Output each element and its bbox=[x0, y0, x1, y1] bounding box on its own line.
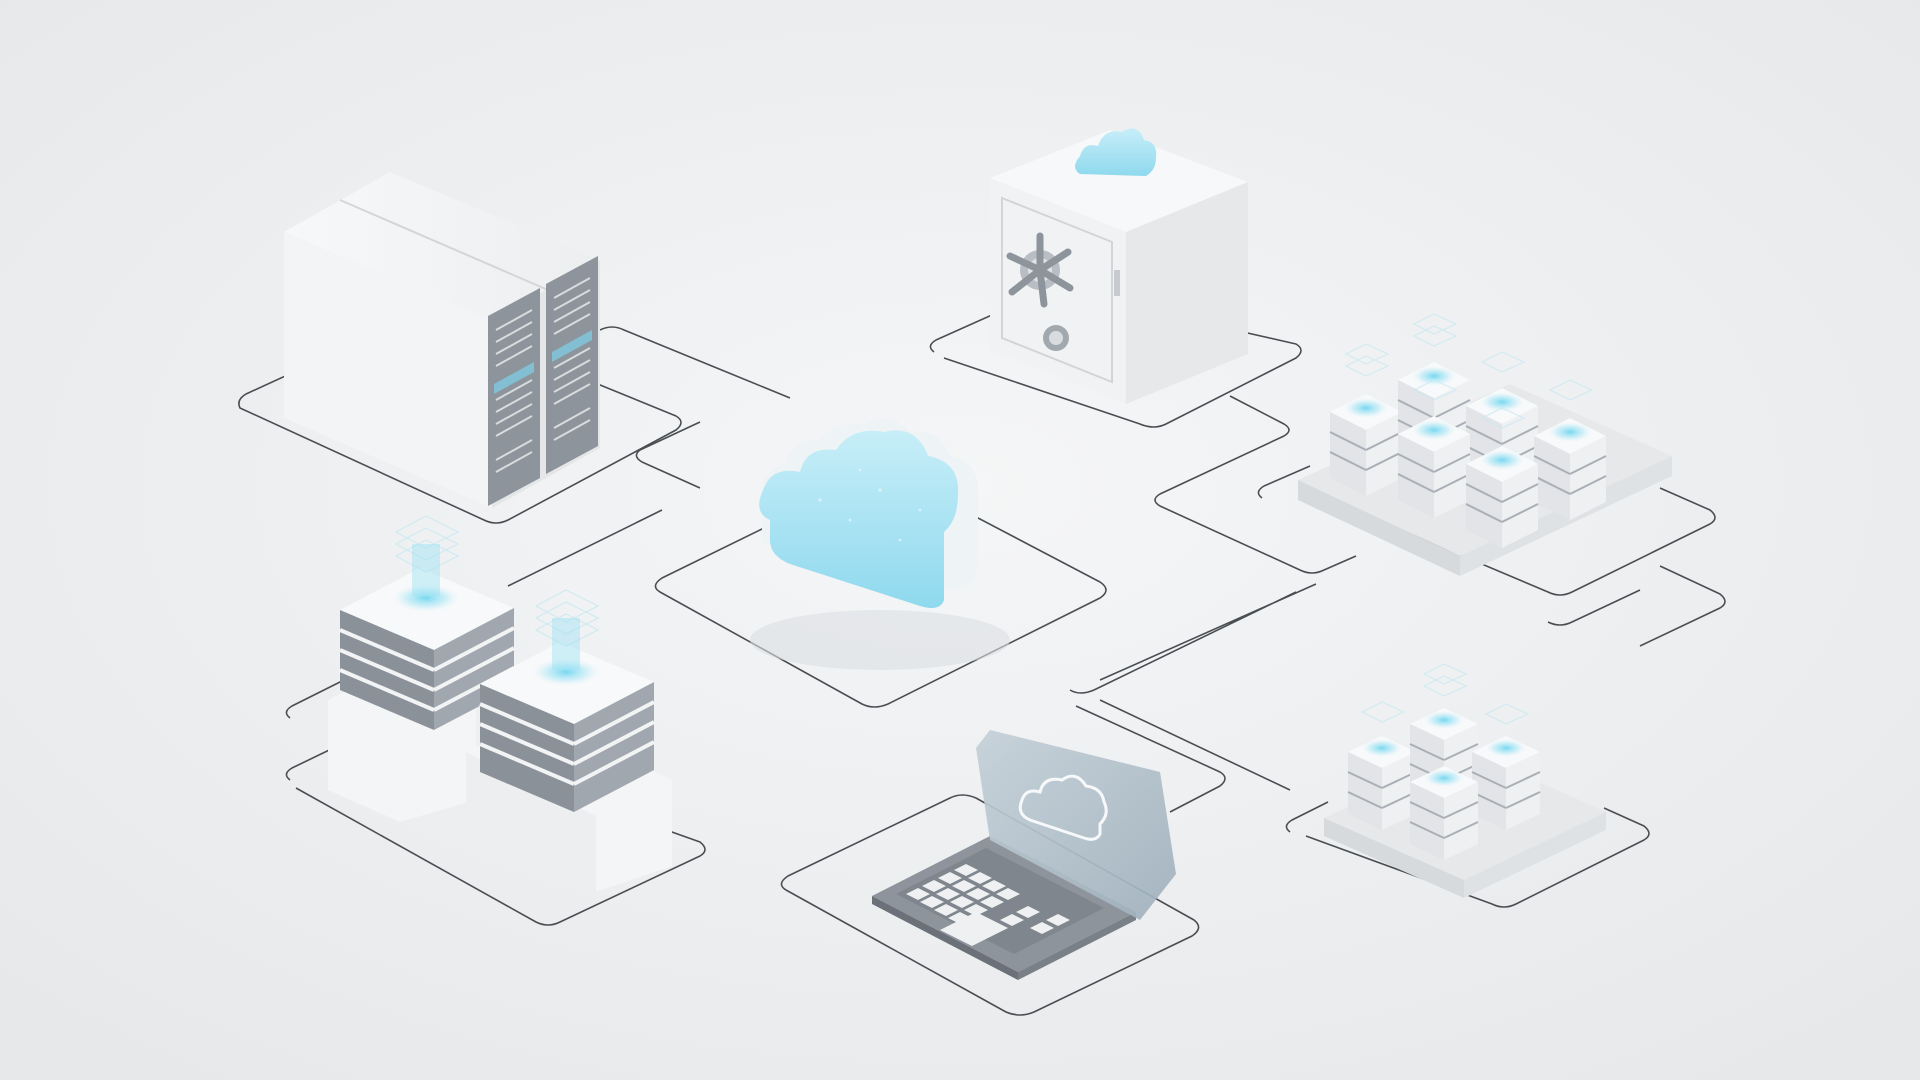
server-stack-1 bbox=[339, 515, 515, 730]
small-array-block bbox=[1471, 735, 1541, 831]
laptop-platform-outline bbox=[780, 794, 1200, 1016]
safe-platform-outline bbox=[929, 297, 1302, 428]
array-hologram-layers bbox=[1344, 313, 1594, 429]
laptop-icon bbox=[872, 730, 1176, 980]
rack-light-right bbox=[552, 330, 592, 362]
laptop-screen-cloud-icon bbox=[1018, 774, 1108, 841]
safe-side bbox=[1126, 182, 1248, 404]
array-platform-outline bbox=[1257, 465, 1726, 647]
safe-top bbox=[990, 130, 1248, 232]
array-block bbox=[1397, 415, 1471, 519]
stacks-platform-outline bbox=[285, 671, 706, 926]
cabinet-side bbox=[284, 232, 492, 508]
connector-lines bbox=[238, 297, 1726, 1016]
rack-light-left bbox=[494, 362, 534, 394]
server-stack-2 bbox=[479, 589, 655, 812]
array-block bbox=[1533, 417, 1607, 521]
vault-safe-icon bbox=[990, 128, 1248, 404]
safe-wheel-icon bbox=[1006, 232, 1074, 308]
safe-dial-icon bbox=[1043, 325, 1069, 351]
server-cabinet-icon bbox=[284, 172, 600, 508]
cloud-platform-outline bbox=[654, 472, 1107, 708]
cabinet-link-outline bbox=[599, 326, 791, 489]
cloud-shadow bbox=[750, 610, 1010, 670]
safe-door bbox=[1001, 196, 1113, 384]
laptop-keyboard bbox=[896, 848, 1104, 954]
laptop-trackpad bbox=[940, 912, 1008, 946]
server-array-large-icon bbox=[1298, 313, 1672, 576]
cloud-hub-icon bbox=[750, 418, 1010, 670]
center-right-link-outline bbox=[1069, 583, 1317, 694]
rack-vents bbox=[495, 277, 591, 473]
laptop-link-outline bbox=[1075, 699, 1291, 813]
cabinet-seam bbox=[339, 199, 549, 291]
small-array-block bbox=[1409, 765, 1479, 861]
small-array-platform-outline bbox=[1285, 801, 1650, 908]
server-array-small-icon bbox=[1324, 663, 1606, 898]
cabinet-platform-outline bbox=[238, 314, 682, 524]
laptop-screen bbox=[976, 730, 1176, 920]
cloud-body-front bbox=[759, 430, 959, 608]
link-left-outline bbox=[507, 509, 663, 587]
server-stacks-left-icon bbox=[328, 515, 672, 892]
safe-link-outline bbox=[1154, 395, 1357, 574]
array-block bbox=[1465, 445, 1539, 549]
safe-cloud-icon bbox=[1075, 128, 1157, 176]
small-array-hologram-layers bbox=[1360, 663, 1530, 725]
rack-door-right bbox=[546, 256, 598, 474]
safe-hinge bbox=[1114, 270, 1120, 296]
rack-door-left bbox=[488, 288, 540, 506]
